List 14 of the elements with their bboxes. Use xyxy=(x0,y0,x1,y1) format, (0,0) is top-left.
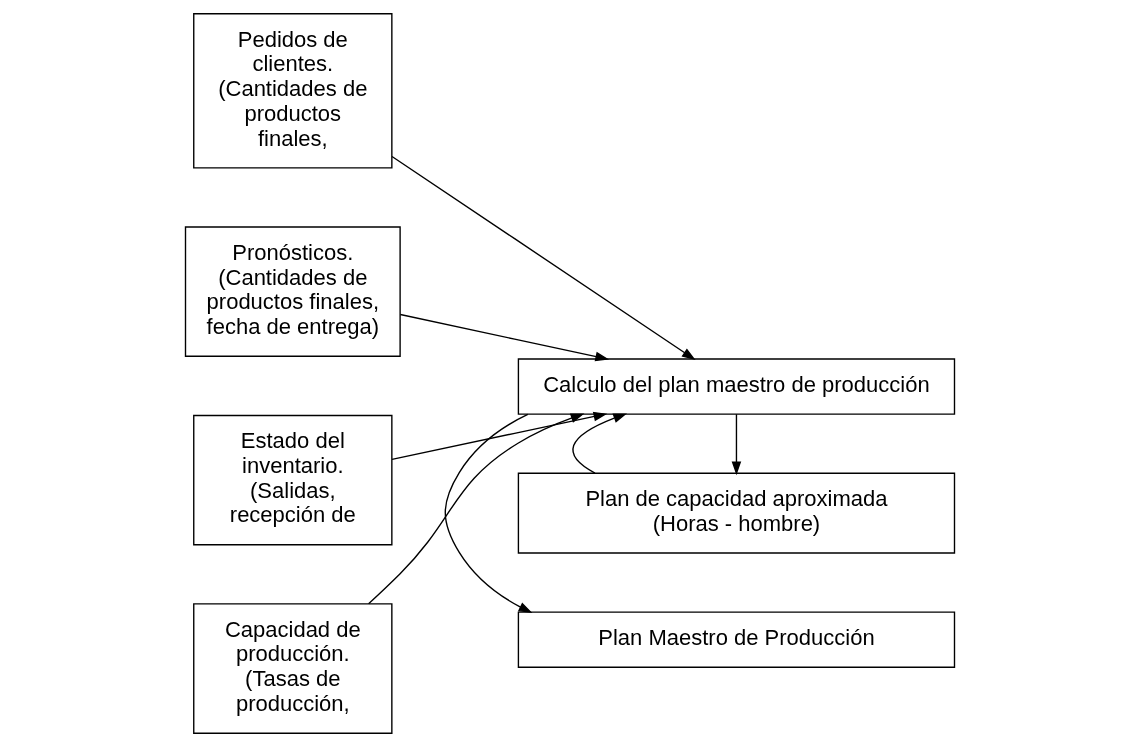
arrow xyxy=(444,413,533,613)
node-box: Pronósticos. (Cantidades de productos finales, fecha de entrega) xyxy=(184,226,401,357)
node-box: Estado del inventario. (Salidas, recepción de xyxy=(193,414,393,546)
node-box: Pedidos de clientes. (Cantidades de productos finales, xyxy=(193,13,393,169)
arrow xyxy=(572,413,628,474)
arrow xyxy=(399,313,610,362)
arrow xyxy=(391,411,608,461)
node-box: Calculo del plan maestro de producción xyxy=(517,358,956,415)
node-box: Plan Maestro de Producción xyxy=(517,611,956,668)
arrow xyxy=(391,155,696,361)
arrow xyxy=(367,413,585,605)
node-box: Capacidad de producción. (Tasas de producción, xyxy=(193,603,393,734)
node-box: Plan de capacidad aproximada (Horas - hombre) xyxy=(517,472,956,554)
arrow xyxy=(731,413,742,476)
